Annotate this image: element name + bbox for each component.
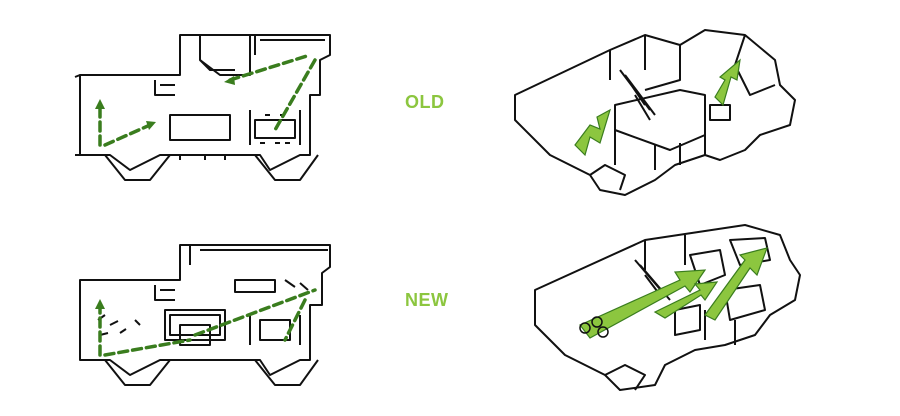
- old-route-top: [230, 55, 310, 80]
- old-arrow-left: [575, 110, 610, 155]
- new-label: NEW: [405, 290, 449, 310]
- old-route-diag: [105, 125, 150, 145]
- new-arrow-right: [705, 248, 767, 320]
- new-route-long: [195, 290, 315, 335]
- new-route-bottom: [105, 340, 190, 355]
- old-arrow-right: [715, 60, 740, 105]
- new-axonometric-sketch: [505, 220, 835, 395]
- old-floor-plan-sketch: [60, 15, 360, 185]
- new-arrow-band: [580, 270, 705, 338]
- old-axonometric-sketch: [505, 25, 835, 200]
- old-label: OLD: [405, 92, 445, 112]
- new-route-right: [285, 300, 305, 340]
- new-floor-plan-sketch: [60, 225, 360, 400]
- old-route-right: [275, 60, 315, 130]
- new-arrow-mid: [655, 282, 717, 318]
